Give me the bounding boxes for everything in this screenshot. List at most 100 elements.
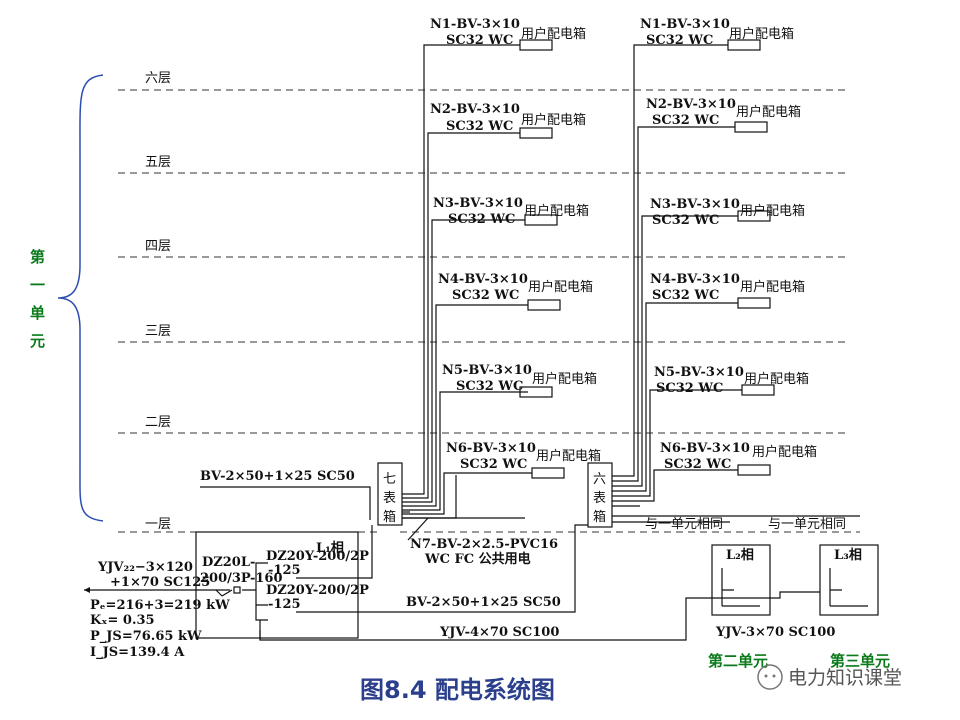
floor-label-6: 六层 xyxy=(145,71,171,86)
right-branch-4-conduit: SC32 WC xyxy=(652,288,719,303)
main-panel-frame xyxy=(195,531,359,639)
left-branch-6-box: 用户配电箱 xyxy=(536,448,601,464)
meter-box-7-char-3: 箱 xyxy=(383,509,396,525)
calc-pe: Pₑ=216+3=219 kW xyxy=(90,598,230,613)
unit-brace xyxy=(57,74,104,522)
phase-l2-label: L₂相 xyxy=(726,547,754,563)
calc-kx: Kₓ= 0.35 xyxy=(90,613,155,628)
wechat-icon xyxy=(757,664,783,690)
meter-box-6-char-2: 表 xyxy=(593,491,606,506)
right-user-boxes xyxy=(727,39,775,476)
left-branch-3-box: 用户配电箱 xyxy=(524,203,589,219)
main-breaker-icon xyxy=(233,586,241,594)
left-branch-1-cable: N1-BV-3×10 xyxy=(430,17,520,32)
floor-label-3: 三层 xyxy=(145,324,171,339)
unit2-label: 第二单元 xyxy=(708,652,768,670)
left-user-boxes xyxy=(519,39,565,479)
public-line-label-1: N7-BV-2×2.5-PVC16 xyxy=(410,537,558,552)
floor-lines xyxy=(118,89,860,533)
meter-box-7 xyxy=(377,462,403,526)
meter-box-6-char-1: 六 xyxy=(593,472,606,487)
meter-box-6-char-3: 箱 xyxy=(593,509,606,525)
phase-l3-label: L₃相 xyxy=(834,547,862,563)
left-branch-2-box: 用户配电箱 xyxy=(521,112,586,128)
feeder-top-underline xyxy=(200,486,371,520)
feeder-top-label: BV-2×50+1×25 SC50 xyxy=(200,469,355,484)
floor-label-1: 一层 xyxy=(145,517,171,532)
sub-breaker-b-label-1: DZ20Y-200/2P xyxy=(266,583,369,598)
out-line-unit3 xyxy=(722,591,820,599)
out-line-l2-feeder xyxy=(296,524,588,613)
watermark: 电力知识课堂 xyxy=(757,664,902,690)
left-branch-4-conduit: SC32 WC xyxy=(452,288,519,303)
unit-label-char-3: 单 xyxy=(30,304,45,322)
meter-box-7-char-1: 七 xyxy=(383,472,396,487)
cable-unit3-label: YJV-3×70 SC100 xyxy=(715,625,835,640)
left-branch-3-conduit: SC32 WC xyxy=(448,212,515,227)
right-branch-4-cable: N4-BV-3×10 xyxy=(650,272,740,287)
right-branch-3-conduit: SC32 WC xyxy=(652,213,719,228)
main-breaker-label-2: 200/3P-160 xyxy=(200,571,283,586)
right-risers xyxy=(612,44,742,502)
right-branch-5-conduit: SC32 WC xyxy=(656,381,723,396)
right-branch-4-box: 用户配电箱 xyxy=(740,279,805,295)
right-branch-1-cable: N1-BV-3×10 xyxy=(640,17,730,32)
left-branch-2-cable: N2-BV-3×10 xyxy=(430,102,520,117)
left-branch-5-cable: N5-BV-3×10 xyxy=(442,363,532,378)
cable-unit2-label: YJV-4×70 SC100 xyxy=(439,625,559,640)
unit-label-char-2: 一 xyxy=(30,276,45,294)
left-branch-1-box: 用户配电箱 xyxy=(521,26,586,42)
phase-l1-label: L₁相 xyxy=(316,540,344,556)
unit3-box xyxy=(819,544,879,616)
watermark-text: 电力知识课堂 xyxy=(788,667,902,689)
sub-breaker-a-label-2: -125 xyxy=(268,563,301,578)
figure-caption: 图8.4 配电系统图 xyxy=(360,676,555,704)
out-line-l1 xyxy=(296,525,373,579)
calc-ijs: I_JS=139.4 A xyxy=(90,645,185,660)
left-branch-6-conduit: SC32 WC xyxy=(460,457,527,472)
right-branch-1-box: 用户配电箱 xyxy=(729,26,794,42)
right-branch-2-conduit: SC32 WC xyxy=(652,113,719,128)
right-branch-6-conduit: SC32 WC xyxy=(664,457,731,472)
left-branch-3-cable: N3-BV-3×10 xyxy=(433,196,523,211)
incoming-cable-2: +1×70 SC125 xyxy=(110,575,210,590)
unit3-label: 第三单元 xyxy=(830,652,890,670)
left-branch-6-cable: N6-BV-3×10 xyxy=(446,441,536,456)
left-branch-2-conduit: SC32 WC xyxy=(446,119,513,134)
right-branch-3-cable: N3-BV-3×10 xyxy=(650,197,740,212)
floor-label-5: 五层 xyxy=(145,155,171,170)
left-branch-5-conduit: SC32 WC xyxy=(456,379,523,394)
public-line-label-2: WC FC 公共用电 xyxy=(424,551,531,567)
calc-pjs: P_JS=76.65 kW xyxy=(90,629,202,644)
right-branch-3-box: 用户配电箱 xyxy=(740,203,805,219)
left-branch-1-conduit: SC32 WC xyxy=(446,33,513,48)
sub-breaker-b-label-2: -125 xyxy=(268,597,301,612)
right-branch-2-box: 用户配电箱 xyxy=(736,104,801,120)
left-risers xyxy=(402,44,532,519)
sub-breaker-a-label-1: DZ20Y-200/2P xyxy=(266,549,369,564)
left-branch-4-box: 用户配电箱 xyxy=(528,279,593,295)
incoming-cable-1: YJV₂₂−3×120 xyxy=(97,560,193,575)
meter-box-7-char-2: 表 xyxy=(383,491,396,506)
incoming-arrow-icon xyxy=(84,587,90,593)
left-branch-4-cable: N4-BV-3×10 xyxy=(438,272,528,287)
right-branch-5-box: 用户配电箱 xyxy=(744,371,809,387)
unit-label-char-1: 第 xyxy=(30,248,45,266)
right-branch-6-cable: N6-BV-3×10 xyxy=(660,441,750,456)
main-breaker-label-1: DZ20L- xyxy=(202,555,255,570)
unit-label-char-4: 元 xyxy=(30,332,45,350)
floor-label-2: 二层 xyxy=(145,415,171,430)
connect-lines xyxy=(402,505,860,541)
floor-label-4: 四层 xyxy=(145,239,171,254)
right-branch-1-conduit: SC32 WC xyxy=(646,33,713,48)
right-branch-2-cable: N2-BV-3×10 xyxy=(646,97,736,112)
left-branch-5-box: 用户配电箱 xyxy=(532,371,597,387)
meter-box-6 xyxy=(587,462,613,528)
unit2-box xyxy=(711,544,771,616)
same-as-unit1-a: 与一单元相同 xyxy=(645,517,723,532)
same-as-unit1-b: 与一单元相同 xyxy=(768,517,846,532)
right-branch-5-cable: N5-BV-3×10 xyxy=(654,365,744,380)
feeder-bottom-label: BV-2×50+1×25 SC50 xyxy=(406,595,561,610)
right-branch-6-box: 用户配电箱 xyxy=(752,444,817,460)
